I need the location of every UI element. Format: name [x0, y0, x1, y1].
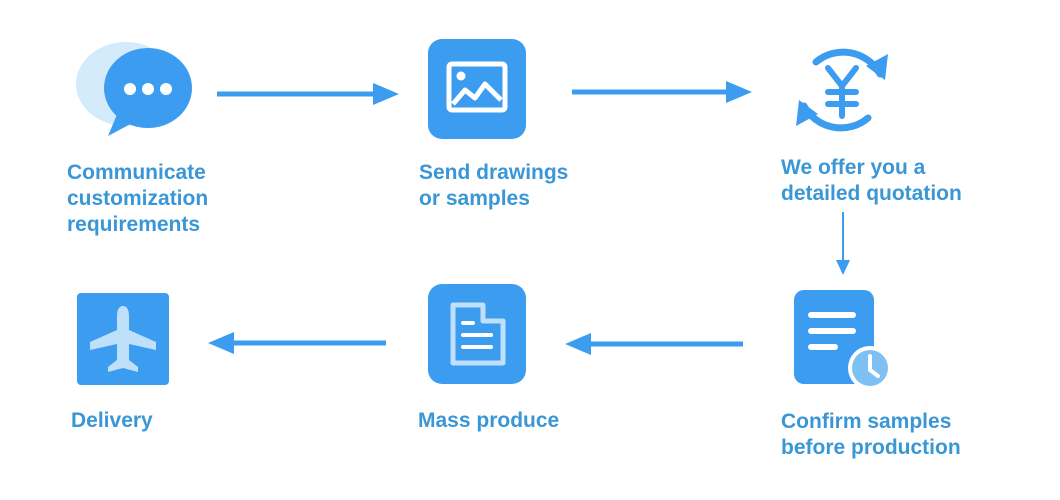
- arrow-communicate-to-send: [217, 83, 399, 105]
- label-line: or samples: [419, 187, 530, 210]
- document-clock-icon: [794, 290, 892, 390]
- yen-cycle-icon: [796, 48, 888, 132]
- airplane-icon: [77, 293, 169, 385]
- image-icon: [428, 39, 526, 139]
- label-line: detailed quotation: [781, 182, 962, 205]
- label-line: We offer you a: [781, 156, 926, 179]
- label-line: Delivery: [71, 409, 153, 432]
- label-line: Confirm samples: [781, 410, 952, 433]
- step-label-communicate: Communicate customization requirements: [67, 160, 208, 238]
- label-line: Send drawings: [419, 161, 569, 184]
- arrow-quote-to-confirm: [836, 212, 850, 275]
- step-label-quote: We offer you a detailed quotation: [781, 155, 962, 207]
- chat-bubble-icon: [76, 42, 192, 136]
- factory-document-icon: [428, 284, 526, 384]
- arrow-confirm-to-mass: [565, 333, 743, 355]
- step-label-confirm: Confirm samples before production: [781, 409, 961, 461]
- label-line: Mass produce: [418, 409, 560, 432]
- step-label-mass: Mass produce: [418, 408, 559, 434]
- step-label-send: Send drawings or samples: [419, 160, 568, 212]
- label-line: Communicate: [67, 161, 206, 184]
- label-line: before production: [781, 436, 961, 459]
- arrow-send-to-quote: [572, 81, 752, 103]
- label-line: requirements: [67, 213, 201, 236]
- arrow-mass-to-delivery: [208, 332, 386, 354]
- step-label-delivery: Delivery: [71, 408, 153, 434]
- label-line: customization: [67, 187, 209, 210]
